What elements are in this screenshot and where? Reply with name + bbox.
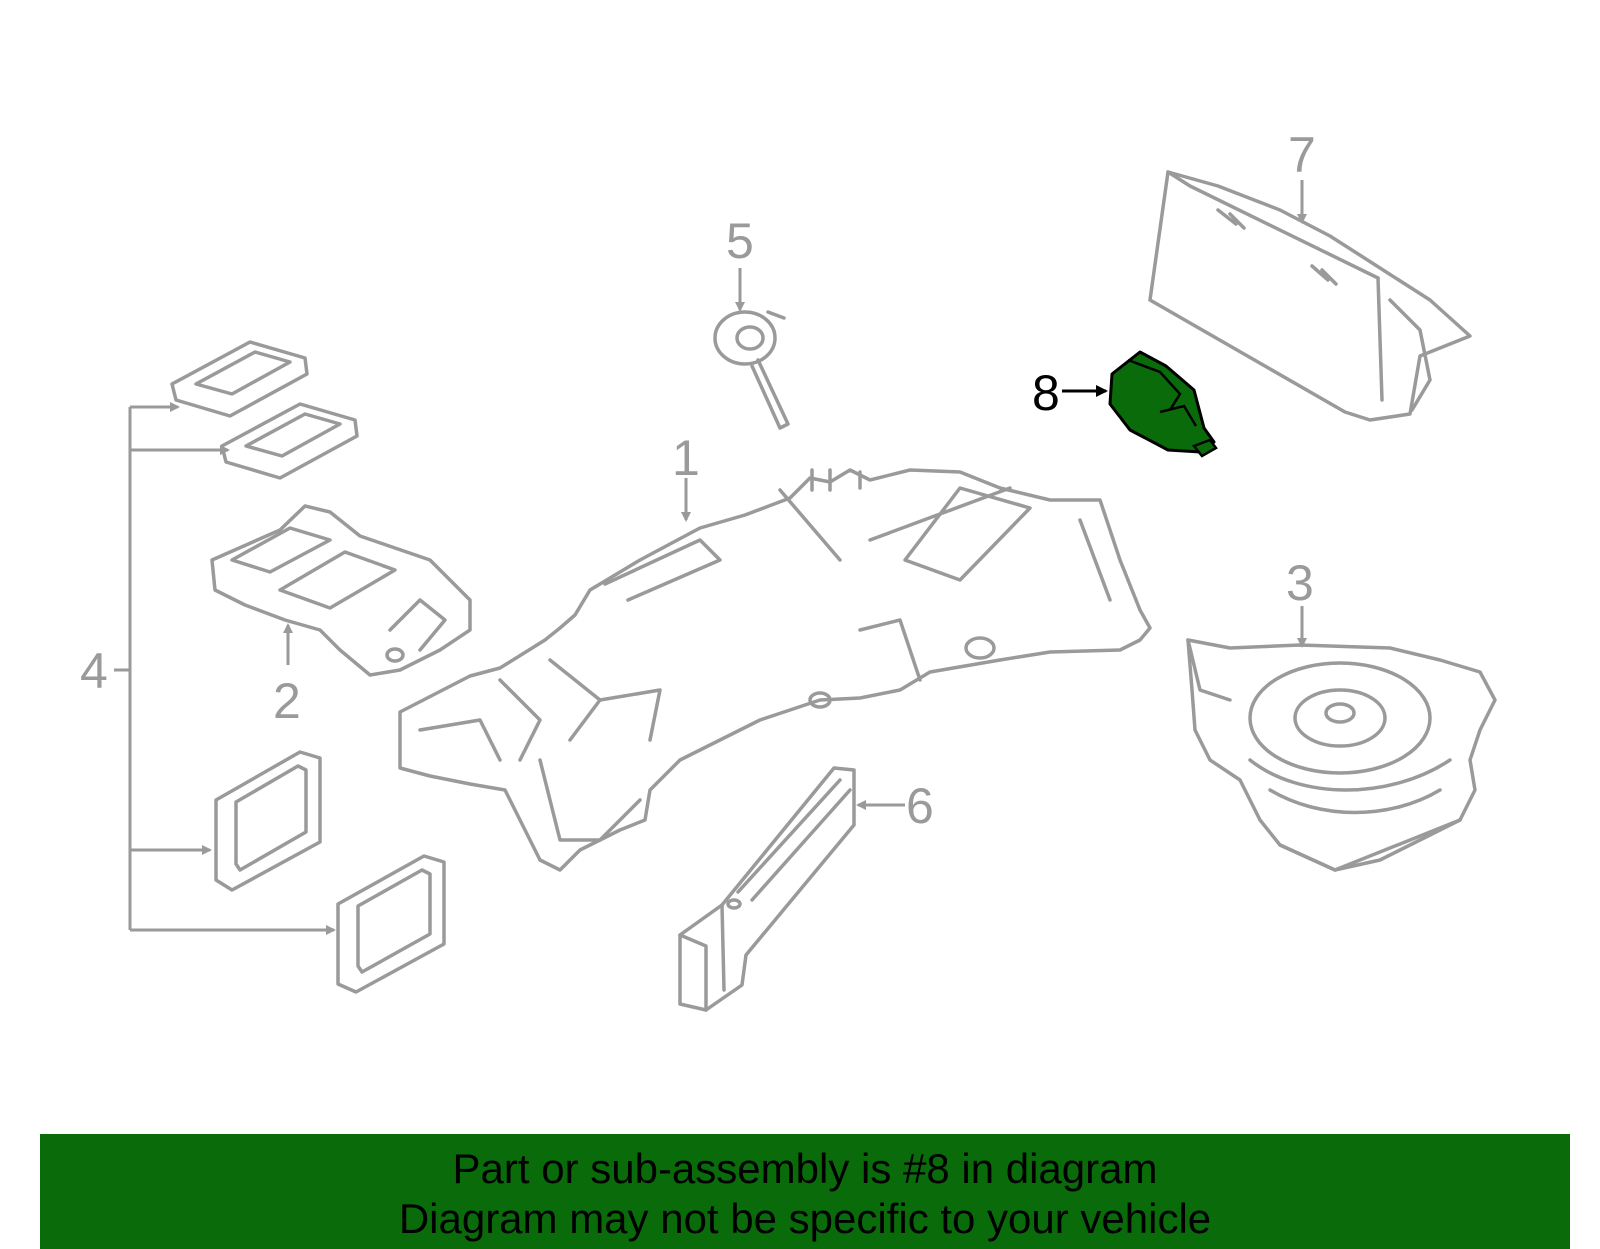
part-6-filter-channel[interactable] [678, 766, 856, 1012]
callout-4: 4 [80, 643, 108, 699]
callout-1: 1 [672, 430, 700, 486]
banner-line-2: Diagram may not be specific to your vehi… [398, 1195, 1212, 1242]
part-8-actuator-highlighted[interactable] [1108, 350, 1218, 458]
callout-2: 2 [273, 673, 301, 729]
part-3-blower-motor[interactable] [1186, 638, 1497, 872]
callout-6: 6 [906, 778, 934, 834]
part-2-inlet-duct[interactable] [210, 504, 472, 677]
part-4-seals[interactable] [170, 340, 446, 994]
leader-4-bracket [114, 402, 336, 935]
info-banner: Part or sub-assembly is #8 in diagram Di… [40, 1134, 1570, 1249]
callout-7: 7 [1288, 127, 1316, 183]
callout-3: 3 [1286, 555, 1314, 611]
callout-8: 8 [1032, 365, 1060, 421]
callout-5: 5 [726, 213, 754, 269]
banner-line-1: Part or sub-assembly is #8 in diagram [452, 1145, 1158, 1192]
part-1-housing[interactable] [398, 468, 1152, 872]
part-5-sensor[interactable] [713, 310, 790, 430]
part-7-control-module[interactable] [1148, 170, 1472, 422]
